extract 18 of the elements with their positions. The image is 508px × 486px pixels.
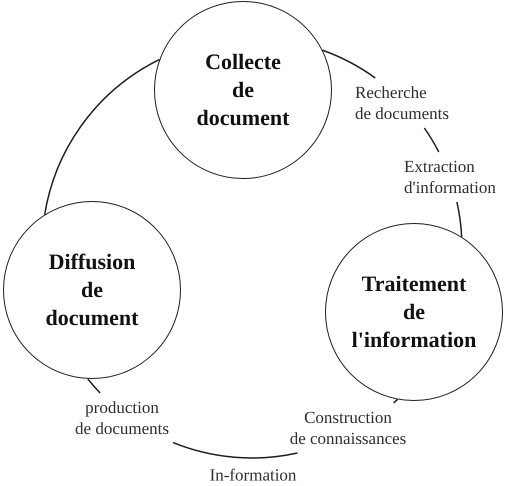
stage-circle — [3, 201, 181, 379]
connector-arc — [172, 442, 298, 459]
step-label: Extraction d'information — [404, 156, 496, 198]
step-label: Construction de connaissances — [290, 407, 406, 449]
connector-arc — [393, 398, 398, 404]
stage-title: Diffusion de document — [46, 248, 138, 332]
stage-circle — [154, 1, 332, 179]
connector-arc — [87, 378, 101, 394]
connector-arc — [322, 50, 376, 79]
step-label: production de documents — [75, 397, 169, 439]
connector-arc — [44, 58, 160, 215]
connector-arc — [456, 202, 462, 237]
connector-arc — [424, 128, 440, 152]
stage-title: Collecte de document — [196, 48, 290, 132]
stage-circle — [325, 223, 503, 401]
stage-title: Traitement de l'information — [352, 270, 476, 354]
edge-label: In-formation — [210, 464, 296, 486]
step-label: Recherche de documents — [355, 82, 449, 124]
